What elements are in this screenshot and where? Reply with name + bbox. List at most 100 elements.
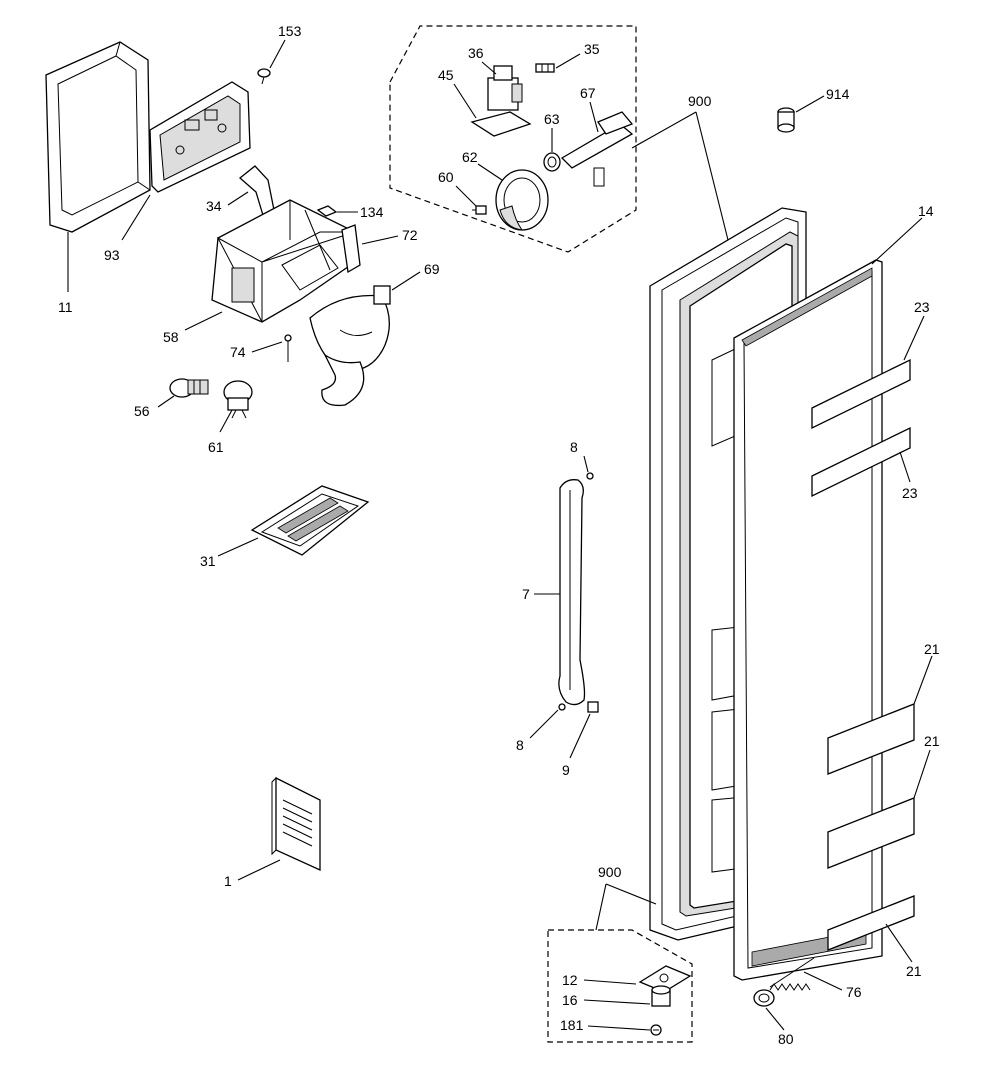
label-1: 1 [224,873,232,889]
part-23-rail-a [811,358,911,430]
lead-8-b [529,709,559,739]
lead-23-b [899,451,911,483]
lead-35 [555,53,581,69]
part-58-housing [211,199,356,323]
lead-36 [481,61,497,75]
part-11-frame [45,41,151,233]
part-31-drip-tray [250,485,370,556]
lead-21-a [913,655,933,705]
lead-45 [453,83,477,119]
label-62: 62 [462,149,478,165]
part-61-socket [223,380,253,419]
lead-16 [583,999,651,1005]
label-21-a: 21 [924,641,940,657]
lead-8-a [583,455,589,473]
label-67: 67 [580,85,596,101]
lead-72 [361,235,399,245]
label-23-a: 23 [914,299,930,315]
part-36-valve [487,65,523,111]
lead-76 [803,971,843,991]
part-7-handle [558,479,586,706]
label-63: 63 [544,111,560,127]
label-134: 134 [360,204,384,220]
part-69-crusher [309,285,391,407]
lead-12 [583,979,637,985]
lead-93 [121,194,151,241]
label-8-a: 8 [570,439,578,455]
label-61: 61 [208,439,224,455]
label-21-c: 21 [906,963,922,979]
part-76-spring [769,957,815,991]
part-21-guard-c [827,895,915,951]
label-23-b: 23 [902,485,918,501]
lead-9 [569,713,591,759]
kit-box-bottom [547,929,693,1043]
label-16: 16 [562,992,578,1008]
part-16-bushing [651,985,671,1007]
label-900-top: 900 [688,93,712,109]
lead-58 [184,311,223,331]
label-9: 9 [562,762,570,778]
label-74: 74 [230,344,246,360]
lead-61 [219,409,233,433]
label-93: 93 [104,247,120,263]
label-56: 56 [134,403,150,419]
lead-914 [795,95,825,113]
part-80-bushing [753,989,775,1007]
lead-181 [587,1025,651,1031]
label-914: 914 [826,86,850,102]
part-914-bottle [777,107,795,133]
part-93-control-panel [149,81,251,193]
lead-900-b [695,111,729,241]
lead-14 [871,217,923,265]
lead-900-a [631,111,697,149]
lead-34 [227,191,249,206]
label-36: 36 [468,45,484,61]
part-8-screw-a [586,472,594,480]
part-35-screw [535,63,555,73]
lead-1 [237,859,281,881]
label-14: 14 [918,203,934,219]
part-72-bracket [341,224,361,274]
lead-23-a [903,315,925,361]
label-45: 45 [438,67,454,83]
lead-60 [455,185,477,207]
label-80: 80 [778,1031,794,1047]
part-56-bulb [169,378,209,398]
part-74-pin [284,334,292,362]
part-1-booklet [271,776,321,872]
lead-74 [251,341,283,353]
part-21-guard-b [827,797,915,869]
label-153: 153 [278,23,302,39]
part-153-screw [257,68,271,85]
label-31: 31 [200,553,216,569]
lead-62 [477,163,503,181]
part-60-screw [472,205,487,215]
label-8-b: 8 [516,737,524,753]
part-62-seal [495,169,549,231]
part-67-chute [560,111,634,187]
lead-31 [217,537,259,557]
label-69: 69 [424,261,440,277]
part-23-rail-b [811,426,911,498]
label-34: 34 [206,198,222,214]
part-14-door-frame [733,259,883,981]
part-181-screw [650,1024,662,1036]
label-181: 181 [560,1017,584,1033]
part-9-screw [587,701,599,713]
lead-900-d [605,883,657,905]
label-900-bottom: 900 [598,864,622,880]
label-76: 76 [846,984,862,1000]
label-58: 58 [163,329,179,345]
lead-21-b [913,749,931,799]
label-35: 35 [584,41,600,57]
label-7: 7 [522,586,530,602]
lead-80 [765,1007,785,1031]
label-60: 60 [438,169,454,185]
part-8-screw-b [558,703,566,711]
part-134-screw [316,205,338,217]
lead-69 [391,271,421,291]
kit-box-top [389,25,637,253]
label-21-b: 21 [924,733,940,749]
